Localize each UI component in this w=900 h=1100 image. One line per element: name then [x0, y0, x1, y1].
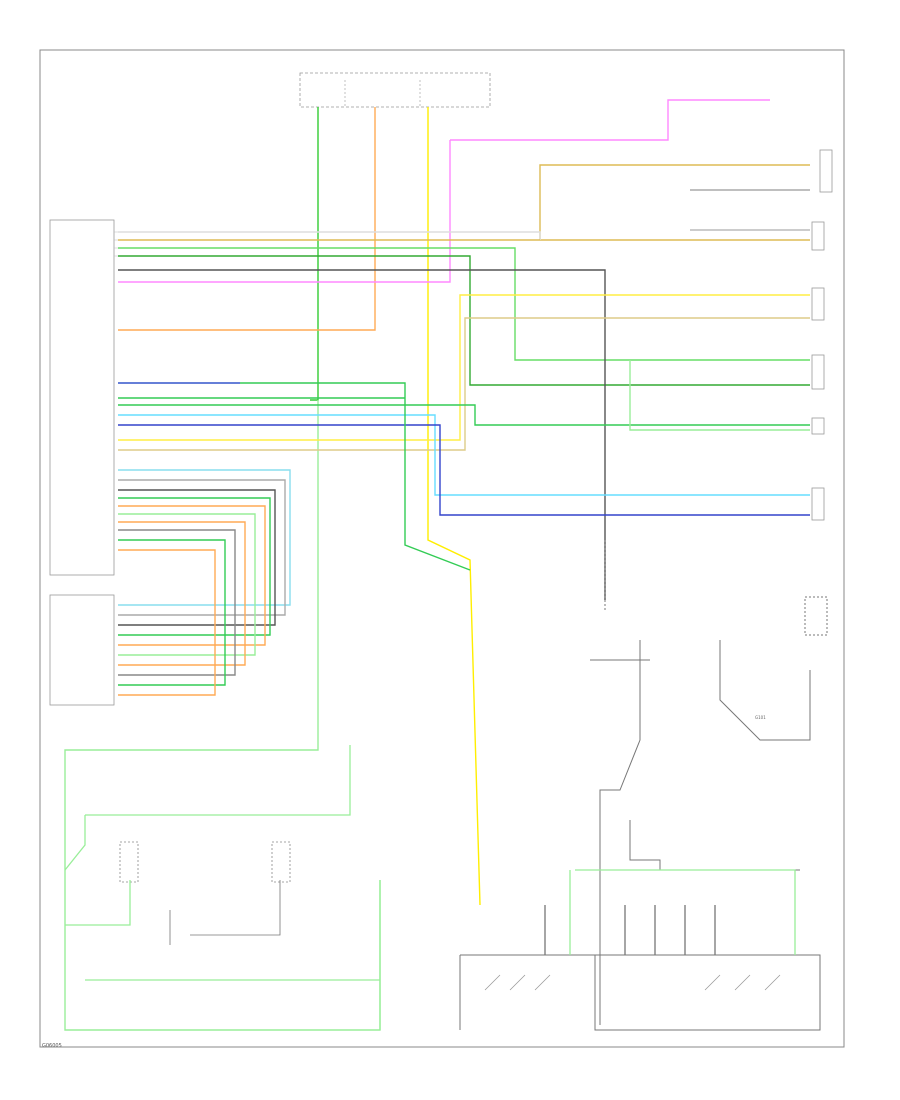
- speakers: [811, 149, 833, 521]
- wire-gray-bundle: [118, 479, 286, 616]
- speaker-left-rear: [811, 354, 825, 390]
- page-code: G06005: [42, 1043, 62, 1049]
- wire-white-radio: [118, 231, 541, 240]
- wire-green-mid: [240, 382, 471, 571]
- wire-dkgray-radio: [118, 269, 606, 600]
- wire-tan-lf: [118, 317, 810, 451]
- wire-light-green-long: [64, 400, 381, 1031]
- ground-label: G101: [755, 715, 766, 720]
- wire-green-fuse: [310, 107, 319, 401]
- wire-pink-radio: [118, 140, 451, 283]
- lower-left-modules: [64, 745, 381, 1030]
- diagram-frame: [39, 49, 845, 1048]
- wire-green-rf: [118, 247, 810, 361]
- module-box: [804, 596, 828, 636]
- wire-tan-upper: [539, 164, 810, 240]
- wire-dkgreen-rf: [118, 255, 810, 386]
- steering-wires: [544, 869, 796, 955]
- speaker-right-front: [811, 417, 825, 435]
- wire-dkgray-bundle: [118, 489, 276, 626]
- rear-module: [271, 841, 291, 883]
- speaker-left-front-tweeter: [811, 221, 825, 251]
- passenger-module: [119, 841, 139, 883]
- wire-ltblue-bundle: [118, 469, 291, 606]
- wire-orange-bundle: [118, 505, 266, 646]
- wire-harness: [64, 99, 810, 1031]
- wire-orange-bundle2: [118, 521, 246, 666]
- wire-green-lr2: [629, 360, 810, 431]
- wire-blue-rr: [118, 424, 810, 516]
- wire-pink: [450, 99, 770, 141]
- speaker-right-rear: [811, 487, 825, 521]
- wire-gray-bundle2: [118, 529, 236, 676]
- wire-ltblue-rr: [118, 414, 810, 496]
- wire-green-bundle: [118, 497, 271, 636]
- fuse-block: [299, 72, 491, 108]
- wire-green-lr: [118, 404, 810, 426]
- wire-orange-bundle3: [118, 549, 216, 696]
- steering-wheel-controls: [459, 954, 821, 1031]
- speaker-upper: [819, 149, 833, 193]
- radio-connector-lower: [49, 594, 115, 706]
- speaker-left-front: [811, 287, 825, 321]
- wire-yellow-main: [427, 107, 481, 906]
- wire-ltgreen-bundle: [118, 513, 256, 656]
- wire-yellow-lf: [118, 294, 810, 441]
- wire-green-bundle2: [118, 539, 226, 686]
- wire-orange-fuse: [118, 107, 376, 331]
